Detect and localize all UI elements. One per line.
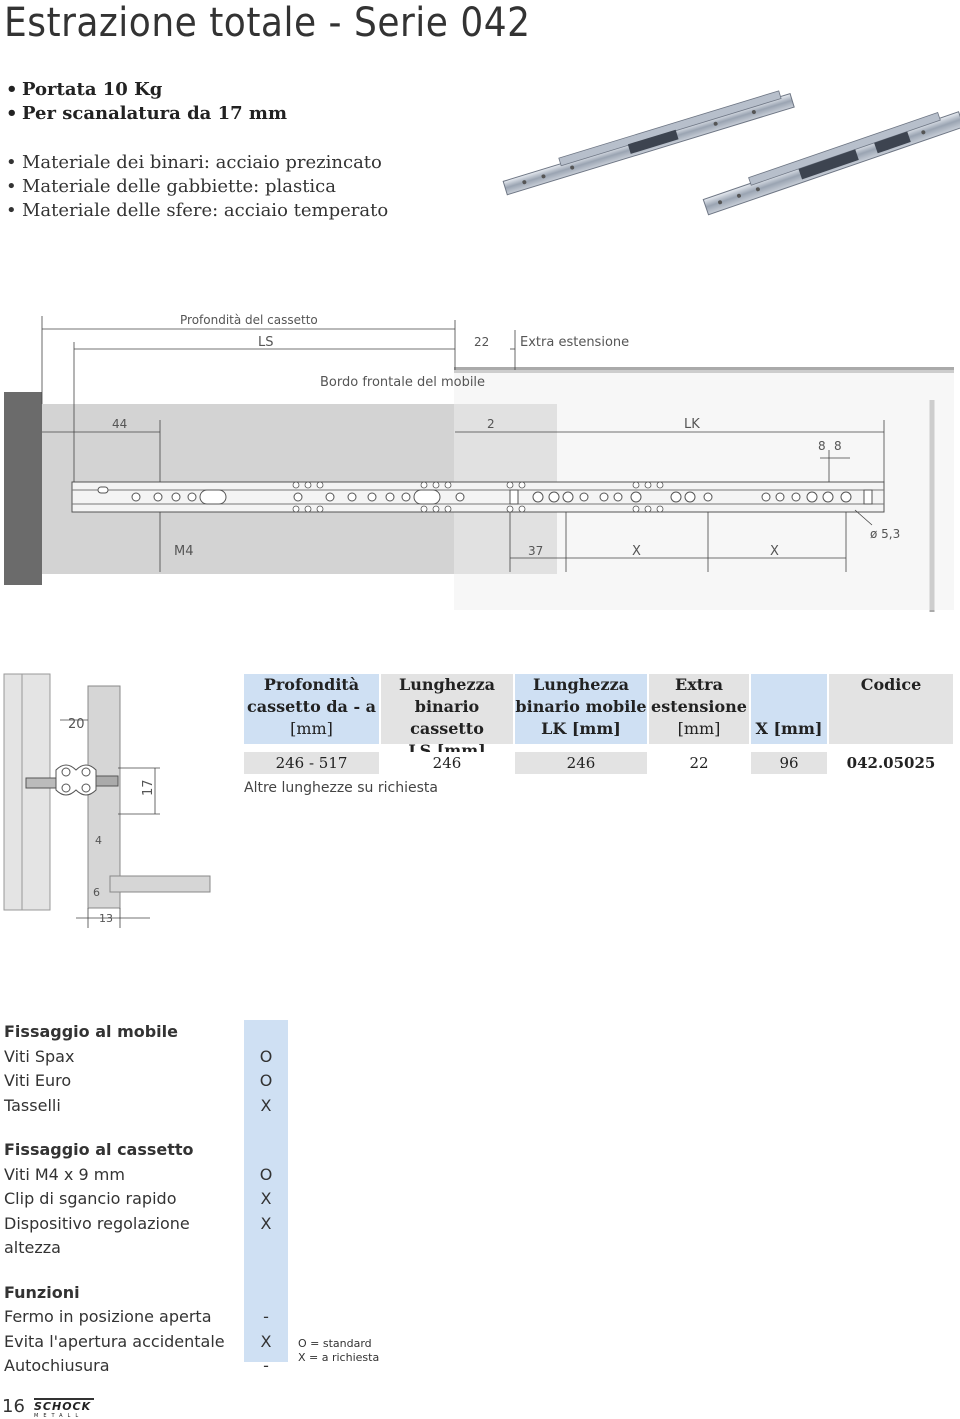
dim-4-label: 4 [95,834,102,847]
spec-table-row: 246 - 517 246 246 22 96 042.05025 [244,752,953,774]
header-lk: Lunghezza binario mobile LK [mm] [515,674,647,744]
rail-technical-drawing: Profondità del cassetto LS 22 Extra este… [4,313,954,612]
dim-22-label: 22 [474,335,489,349]
header-extra: Extra estensione [mm] [649,674,749,744]
cell-x: 96 [751,752,827,774]
fixing-value: - [263,1356,269,1375]
section-title: Fissaggio al mobile [4,1022,178,1041]
fixing-label: Evita l'apertura accidentale [4,1331,225,1351]
fixing-label: Viti M4 x 9 mm [4,1164,125,1184]
fixing-label: Clip di sgancio rapido [4,1189,177,1208]
side-section-drawing: 20 17 4 6 13 [3,673,211,928]
table-note: Altre lunghezze su richiesta [244,780,438,796]
drawer-depth-label: Profondità del cassetto [180,313,318,327]
fixing-label: Tasselli [4,1095,61,1115]
header-line: Profondità [263,675,360,694]
feature-item: Portata 10 Kg [6,78,287,102]
feature-list: Materiale dei binari: acciaio prezincato… [6,151,388,223]
feature-item: Materiale dei binari: acciaio prezincato [6,151,388,175]
dim-44-label: 44 [112,417,127,431]
fixing-value: X [260,1331,272,1351]
feature-item: Per scanalatura da 17 mm [6,102,287,126]
dim-2-label: 2 [487,417,495,431]
dim-13-label: 13 [99,912,113,925]
header-line: Codice [860,675,922,694]
header-line: estensione [651,697,747,716]
legend-item: O = standard [298,1337,372,1350]
dim-17-label: 17 [141,779,156,796]
spec-table-header: Profondità cassetto da - a [mm] Lunghezz… [244,674,953,760]
section-title: Funzioni [4,1282,80,1302]
m4-label: M4 [174,544,194,559]
fixing-label: Viti Spax [4,1046,75,1066]
brand-name: SCHOCK [34,1400,92,1413]
x2-label: X [770,544,779,559]
header-depth: Profondità cassetto da - a [mm] [244,674,379,744]
page-title: Estrazione totale - Serie 042 [4,0,531,46]
legend-item: X = a richiesta [298,1351,380,1364]
fixing-value: - [263,1307,269,1326]
fixing-value: X [260,1213,272,1233]
header-line: Lunghezza [398,675,496,694]
brand-logo: SCHOCK METALL [34,1398,94,1419]
dim-8b-label: 8 [834,439,842,453]
page-number: 16 [2,1396,25,1417]
header-line: Lunghezza [532,675,630,694]
header-ls: Lunghezza binario cassetto LS [mm] [381,674,513,760]
fixing-label: Autochiusura [4,1356,110,1375]
dim-20-label: 20 [68,717,85,732]
section-title: Fissaggio al cassetto [4,1140,194,1159]
header-line [751,674,827,696]
feature-item: Materiale delle gabbiette: plastica [6,175,388,199]
fixing-value: O [259,1046,273,1066]
header-line: [mm] [677,719,721,738]
header-x: X [mm] [751,674,827,744]
fixing-label: Dispositivo regolazione altezza [4,1213,190,1258]
fixing-value: X [260,1095,272,1115]
cell-extra: 22 [649,752,749,774]
ls-label: LS [258,335,274,350]
hole-diameter-label: ø 5,3 [870,527,900,541]
header-line: cassetto da - a [246,697,377,716]
header-code: Codice [829,674,953,744]
lk-label: LK [684,417,700,432]
header-line: LK [mm] [541,719,621,738]
feature-item: Materiale delle sfere: acciaio temperato [6,199,388,223]
fixing-label: Viti Euro [4,1071,72,1090]
rail-product-image [502,90,960,216]
dim-8a-label: 8 [818,439,826,453]
fixing-value: O [259,1071,273,1090]
header-line: [mm] [290,719,333,738]
brand-sub: METALL [34,1413,84,1419]
x1-label: X [632,544,641,559]
header-line: X [mm] [755,719,823,738]
fixing-value: X [260,1189,272,1208]
cell-ls: 246 [381,752,513,774]
spec-table: Profondità cassetto da - a [mm] Lunghezz… [244,674,953,796]
legend: O = standard X = a richiesta [298,1337,379,1365]
header-line: Extra [675,675,723,694]
extra-extension-label: Extra estensione [520,335,629,350]
dim-37-label: 37 [528,544,543,558]
cell-code: 042.05025 [829,752,953,774]
value-column-band [244,1020,288,1362]
header-line: binario mobile [515,697,647,716]
header-line: binario cassetto [410,697,484,738]
cell-depth: 246 - 517 [244,752,379,774]
feature-list-bold: Portata 10 Kg Per scanalatura da 17 mm [6,78,287,126]
dim-6-label: 6 [93,886,100,899]
front-edge-label: Bordo frontale del mobile [320,375,485,390]
fixing-value: O [259,1164,273,1184]
fixing-label: Fermo in posizione aperta [4,1307,212,1326]
cell-lk: 246 [515,752,647,774]
